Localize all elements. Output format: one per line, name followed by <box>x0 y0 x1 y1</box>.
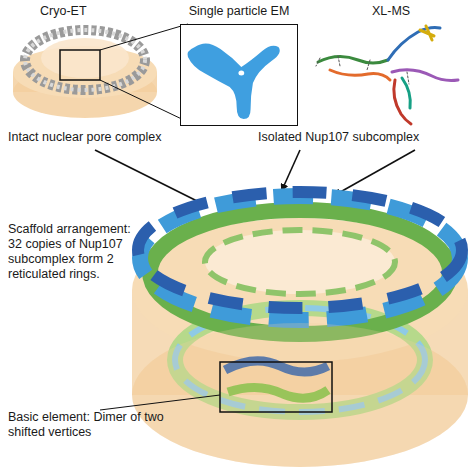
panel-caption: Isolated Nup107 subcomplex <box>258 130 448 145</box>
inset-frame <box>180 24 298 126</box>
annotation-note: Scaffold arrangement: 32 copies of Nup10… <box>8 222 134 282</box>
em-density <box>181 25 297 125</box>
scaffold-rings <box>100 192 468 467</box>
cryo-et-map <box>13 24 188 122</box>
method-label: Cryo-ET <box>40 4 120 19</box>
image-panel: Single particle EM <box>180 4 298 126</box>
panel-caption: Intact nuclear pore complex <box>8 130 183 145</box>
method-label: XL-MS <box>372 4 452 19</box>
annotation-note: Basic element: Dimer of two shifted vert… <box>8 410 186 440</box>
xl-ms-model <box>316 26 458 124</box>
method-label: Single particle EM <box>180 4 298 19</box>
